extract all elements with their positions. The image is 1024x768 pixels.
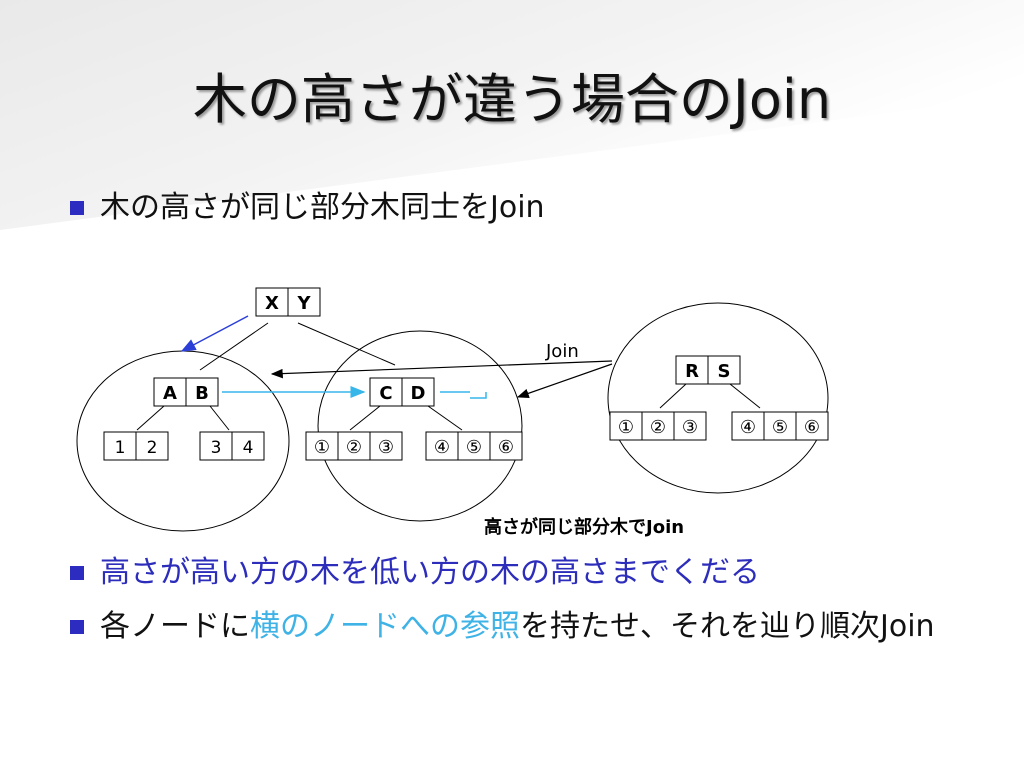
edge-xy-to-ab bbox=[199, 322, 269, 371]
bullet-3-highlight: 横のノードへの参照 bbox=[250, 609, 520, 644]
bullet-3-text: 各ノードに横のノードへの参照を持たせ、それを辿り順次Join bbox=[100, 607, 970, 647]
leaf-circled-3: ③ bbox=[378, 437, 394, 458]
edge-cd-to-left bbox=[349, 405, 381, 431]
bullet-1: 木の高さが同じ部分木同士をJoin bbox=[70, 188, 970, 228]
tree-join-diagram: X Y A B 1 2 3 4 C D bbox=[76, 287, 829, 538]
key-c: C bbox=[379, 383, 392, 404]
bullet-square-icon bbox=[70, 201, 84, 215]
bullet-2-text: 高さが高い方の木を低い方の木の高さまでくだる bbox=[100, 555, 760, 590]
leaf-value-1: 1 bbox=[115, 438, 126, 458]
leaf-circled-123-right: ① ② ③ bbox=[609, 411, 707, 441]
slide-title: 木の高さが違う場合のJoin bbox=[192, 68, 832, 131]
node-cd: C D bbox=[369, 377, 435, 407]
leaf-circled-1: ① bbox=[314, 437, 330, 458]
leaf-value-3: 3 bbox=[211, 438, 222, 458]
join-arrow-to-ab bbox=[270, 360, 613, 379]
right-leaf-circled-5: ⑤ bbox=[772, 417, 788, 438]
right-leaf-circled-2: ② bbox=[650, 417, 666, 438]
node-xy: X Y bbox=[255, 287, 321, 317]
node-rs: R S bbox=[675, 355, 741, 385]
leaf-circled-6: ⑥ bbox=[498, 437, 514, 458]
bullet-square-icon bbox=[70, 566, 84, 580]
bullet-2: 高さが高い方の木を低い方の木の高さまでくだる bbox=[70, 553, 970, 593]
bullet-3-prefix: 各ノードに bbox=[100, 609, 250, 644]
node-ab: A B bbox=[153, 377, 219, 407]
key-s: S bbox=[718, 361, 731, 382]
right-leaf-circled-1: ① bbox=[618, 417, 634, 438]
leaf-value-4: 4 bbox=[243, 438, 254, 458]
leaf-circled-2: ② bbox=[346, 437, 362, 458]
leaf-circled-5: ⑤ bbox=[466, 437, 482, 458]
diagram-caption: 高さが同じ部分木でJoin bbox=[484, 516, 684, 538]
right-leaf-circled-4: ④ bbox=[740, 417, 756, 438]
leaf-circled-456-middle: ④ ⑤ ⑥ bbox=[425, 431, 523, 461]
edge-rs-to-right bbox=[729, 383, 761, 409]
key-a: A bbox=[163, 383, 177, 404]
descend-arrow bbox=[180, 315, 249, 352]
leaf-12: 1 2 bbox=[103, 431, 169, 461]
bullet-3-suffix: を持たせ、それを辿り順次Join bbox=[520, 609, 935, 644]
leaf-circled-456-right: ④ ⑤ ⑥ bbox=[731, 411, 829, 441]
key-x: X bbox=[265, 293, 279, 314]
leaf-circled-123-middle: ① ② ③ bbox=[305, 431, 403, 461]
subtree-circle-middle bbox=[317, 330, 523, 522]
edge-cd-to-right bbox=[427, 405, 463, 431]
leaf-value-2: 2 bbox=[147, 438, 158, 458]
key-r: R bbox=[685, 361, 699, 382]
edge-ab-to-34 bbox=[209, 405, 230, 431]
right-leaf-circled-6: ⑥ bbox=[804, 417, 820, 438]
bullet-square-icon bbox=[70, 620, 84, 634]
leaf-34: 3 4 bbox=[199, 431, 265, 461]
bullet-3: 各ノードに横のノードへの参照を持たせ、それを辿り順次Join bbox=[70, 607, 970, 647]
edge-ab-to-12 bbox=[136, 405, 165, 431]
key-y: Y bbox=[296, 293, 311, 314]
edge-xy-to-cd bbox=[297, 322, 396, 366]
join-arrow-to-cd bbox=[516, 363, 613, 398]
edge-rs-to-left bbox=[659, 383, 687, 409]
key-b: B bbox=[195, 383, 209, 404]
key-d: D bbox=[411, 383, 426, 404]
tree-circle-right bbox=[607, 302, 829, 494]
join-label: Join bbox=[545, 341, 579, 362]
bullet-1-text: 木の高さが同じ部分木同士をJoin bbox=[100, 190, 545, 225]
leaf-circled-4: ④ bbox=[434, 437, 450, 458]
sibling-reference-end bbox=[470, 392, 487, 399]
right-leaf-circled-3: ③ bbox=[682, 417, 698, 438]
